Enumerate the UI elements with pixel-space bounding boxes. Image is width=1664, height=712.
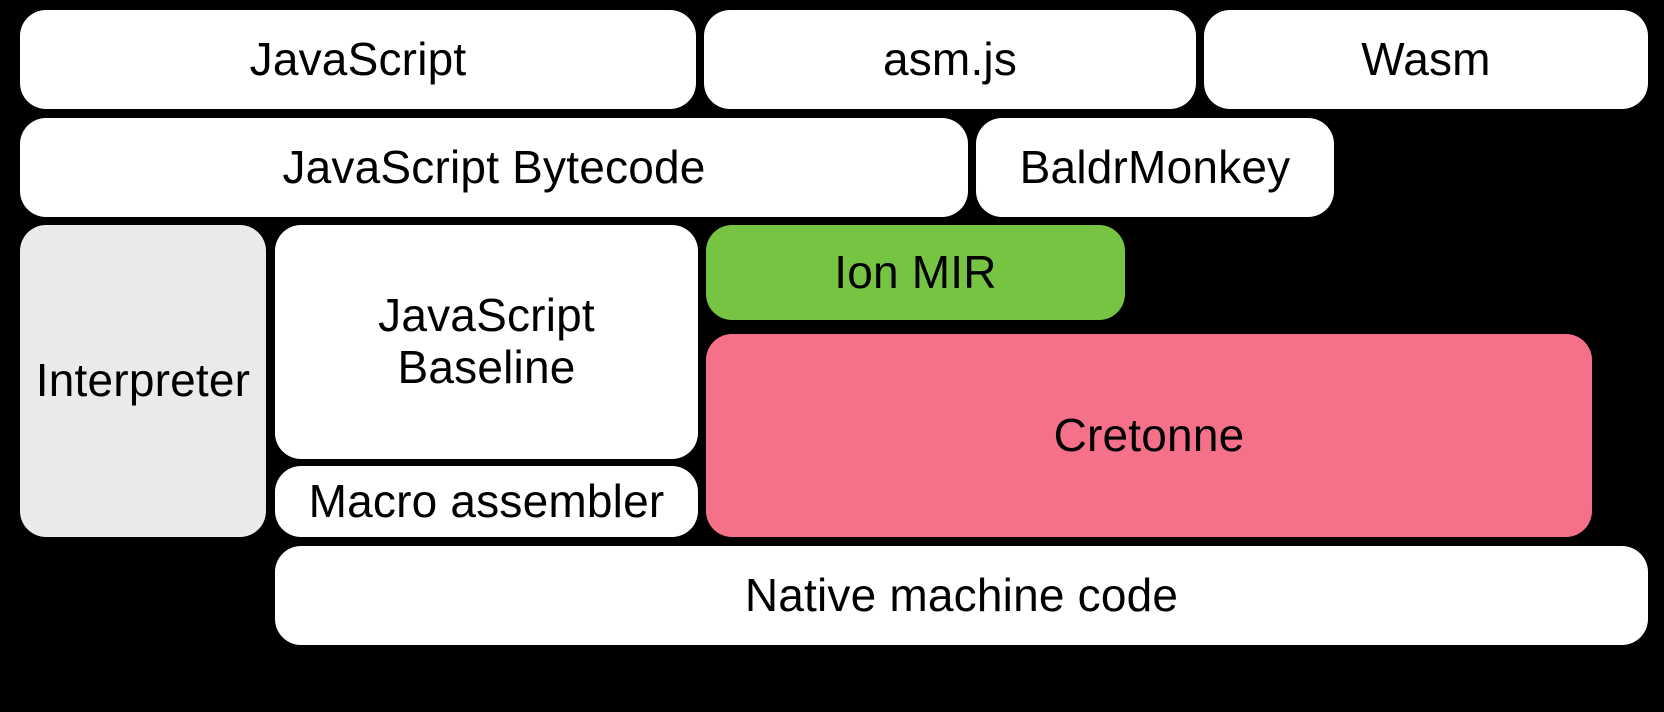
diagram-node-js-baseline[interactable]: JavaScript Baseline bbox=[275, 225, 698, 459]
diagram-node-js-bytecode[interactable]: JavaScript Bytecode bbox=[20, 118, 968, 217]
diagram-node-asmjs[interactable]: asm.js bbox=[704, 10, 1196, 109]
diagram-node-native-code[interactable]: Native machine code bbox=[275, 546, 1648, 645]
diagram-node-interpreter[interactable]: Interpreter bbox=[20, 225, 266, 537]
node-label-ion-mir: Ion MIR bbox=[834, 245, 997, 298]
node-label-wasm: Wasm bbox=[1361, 32, 1491, 85]
node-label-interpreter: Interpreter bbox=[35, 354, 251, 407]
diagram-node-ion-mir[interactable]: Ion MIR bbox=[706, 225, 1125, 320]
node-label-javascript: JavaScript bbox=[249, 32, 467, 85]
node-label-baldrmonkey: BaldrMonkey bbox=[1019, 140, 1291, 193]
node-label-js-bytecode: JavaScript Bytecode bbox=[282, 140, 706, 193]
diagram-node-baldrmonkey[interactable]: BaldrMonkey bbox=[976, 118, 1334, 217]
node-label-native-code: Native machine code bbox=[744, 568, 1179, 621]
node-label-cretonne: Cretonne bbox=[1053, 408, 1245, 461]
diagram-node-cretonne[interactable]: Cretonne bbox=[706, 334, 1592, 537]
node-label-macro-assembler: Macro assembler bbox=[308, 474, 665, 527]
diagram-node-wasm[interactable]: Wasm bbox=[1204, 10, 1648, 109]
diagram-node-javascript[interactable]: JavaScript bbox=[20, 10, 696, 109]
diagram-node-macro-assembler[interactable]: Macro assembler bbox=[275, 466, 698, 537]
node-label-asmjs: asm.js bbox=[882, 32, 1018, 85]
node-label-js-baseline: JavaScript Baseline bbox=[378, 289, 595, 393]
